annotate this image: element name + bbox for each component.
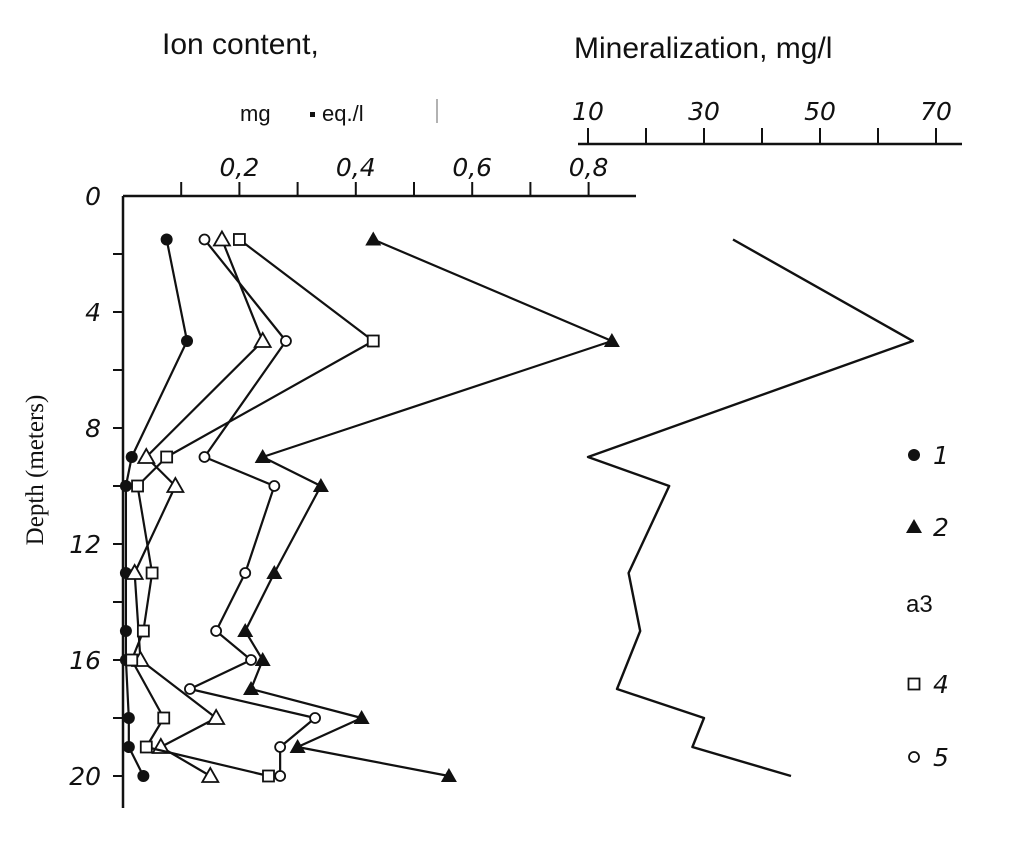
series-4-line xyxy=(130,238,375,778)
series-2-point xyxy=(365,231,382,246)
legend-item-marker xyxy=(906,519,922,533)
series-4-point xyxy=(366,334,380,348)
series-5-point xyxy=(210,625,223,637)
series-4-point xyxy=(157,711,171,725)
legend-item-marker xyxy=(908,751,920,763)
series-2-line xyxy=(244,238,613,778)
ion-x-tick-label: 0,4 xyxy=(336,153,376,182)
series-5-point xyxy=(274,770,287,782)
series-1-point xyxy=(137,770,150,782)
legend-item-label: a3 xyxy=(906,591,933,618)
series-2-point xyxy=(603,333,620,347)
depth-tick-label: 20 xyxy=(69,762,101,791)
series-5-point xyxy=(245,654,257,666)
series-4-point xyxy=(232,233,246,246)
y-axis-label: Depth (meters) xyxy=(22,395,49,546)
legend-item-label: 4 xyxy=(933,670,949,699)
depth-tick-label: 4 xyxy=(85,298,101,327)
series-4-point xyxy=(125,653,139,667)
series-1-point xyxy=(122,712,135,724)
series-3-point xyxy=(212,229,232,247)
series-2-point xyxy=(254,652,271,666)
ion-x-tick-label: 0,8 xyxy=(569,153,609,182)
mineralization-tick-label: 70 xyxy=(920,97,952,126)
series-4-point xyxy=(262,769,275,783)
series-2-point xyxy=(254,449,271,463)
series-5-point xyxy=(198,233,211,246)
ion-x-tick-label: 0,6 xyxy=(452,153,492,182)
unit-dot xyxy=(310,112,315,117)
mineralization-tick-label: 30 xyxy=(688,97,720,126)
series-4-point xyxy=(139,740,153,754)
depth-tick-label: 16 xyxy=(69,646,101,675)
series-5 xyxy=(184,233,321,782)
series-5-point xyxy=(309,712,321,724)
series-5-point xyxy=(280,335,292,347)
series-5-point xyxy=(184,683,196,695)
series-5-point xyxy=(268,480,281,492)
series-5-line xyxy=(188,238,317,776)
series-1-point xyxy=(119,480,132,492)
series-2 xyxy=(237,231,620,782)
series-4-point xyxy=(136,624,150,638)
series-1-line xyxy=(124,239,189,777)
series-5-point xyxy=(274,741,287,753)
mineralization-layer xyxy=(586,238,914,778)
series-1-point xyxy=(122,741,135,753)
series-4-point xyxy=(160,450,174,464)
series-2-point xyxy=(266,565,283,579)
series-1-point xyxy=(181,335,194,347)
legend-item-marker xyxy=(908,449,920,461)
series-layer xyxy=(119,229,620,783)
legend: 1 2 a3 4 5 xyxy=(906,441,949,772)
legend-item-label: 1 xyxy=(933,441,949,470)
mineralization-line xyxy=(586,238,914,778)
ion-content-title: Ion content, xyxy=(162,28,319,61)
series-2-point xyxy=(440,768,457,782)
series-1 xyxy=(119,233,194,782)
series-1-point xyxy=(125,451,138,463)
series-4-point xyxy=(131,479,144,493)
series-2-point xyxy=(353,710,370,724)
mineralization-tick-label: 10 xyxy=(572,97,604,126)
depth-tick-label: 0 xyxy=(85,182,101,211)
series-5-point xyxy=(239,567,252,579)
legend-item-label: 5 xyxy=(933,743,949,772)
depth-tick-label: 8 xyxy=(85,414,101,443)
series-4 xyxy=(125,233,380,783)
series-2-point xyxy=(289,739,306,753)
series-2-point xyxy=(312,478,329,492)
series-4-point xyxy=(145,566,159,580)
ion-x-tick-label: 0,2 xyxy=(220,153,260,182)
unit-label-mg: mg xyxy=(240,101,271,126)
series-2-point xyxy=(243,681,260,695)
series-1-point xyxy=(119,625,132,637)
series-3 xyxy=(125,229,273,783)
series-3-point xyxy=(125,563,145,580)
series-1-point xyxy=(160,233,173,246)
series-5-point xyxy=(198,451,211,463)
series-2-point xyxy=(237,623,254,637)
series-3-point xyxy=(200,766,220,783)
mineralization-title: Mineralization, mg/l xyxy=(574,32,832,65)
legend-item-marker xyxy=(907,677,921,691)
mineralization-tick-label: 50 xyxy=(804,97,836,126)
series-3-point xyxy=(165,476,185,493)
series-3-point xyxy=(136,447,156,464)
series-3-line xyxy=(133,239,264,777)
depth-tick-label: 12 xyxy=(69,530,101,559)
unit-label-eq: eq./l xyxy=(322,101,364,126)
series-3-point xyxy=(253,331,273,348)
legend-item-label: 2 xyxy=(933,513,949,542)
series-3-point xyxy=(206,708,226,725)
